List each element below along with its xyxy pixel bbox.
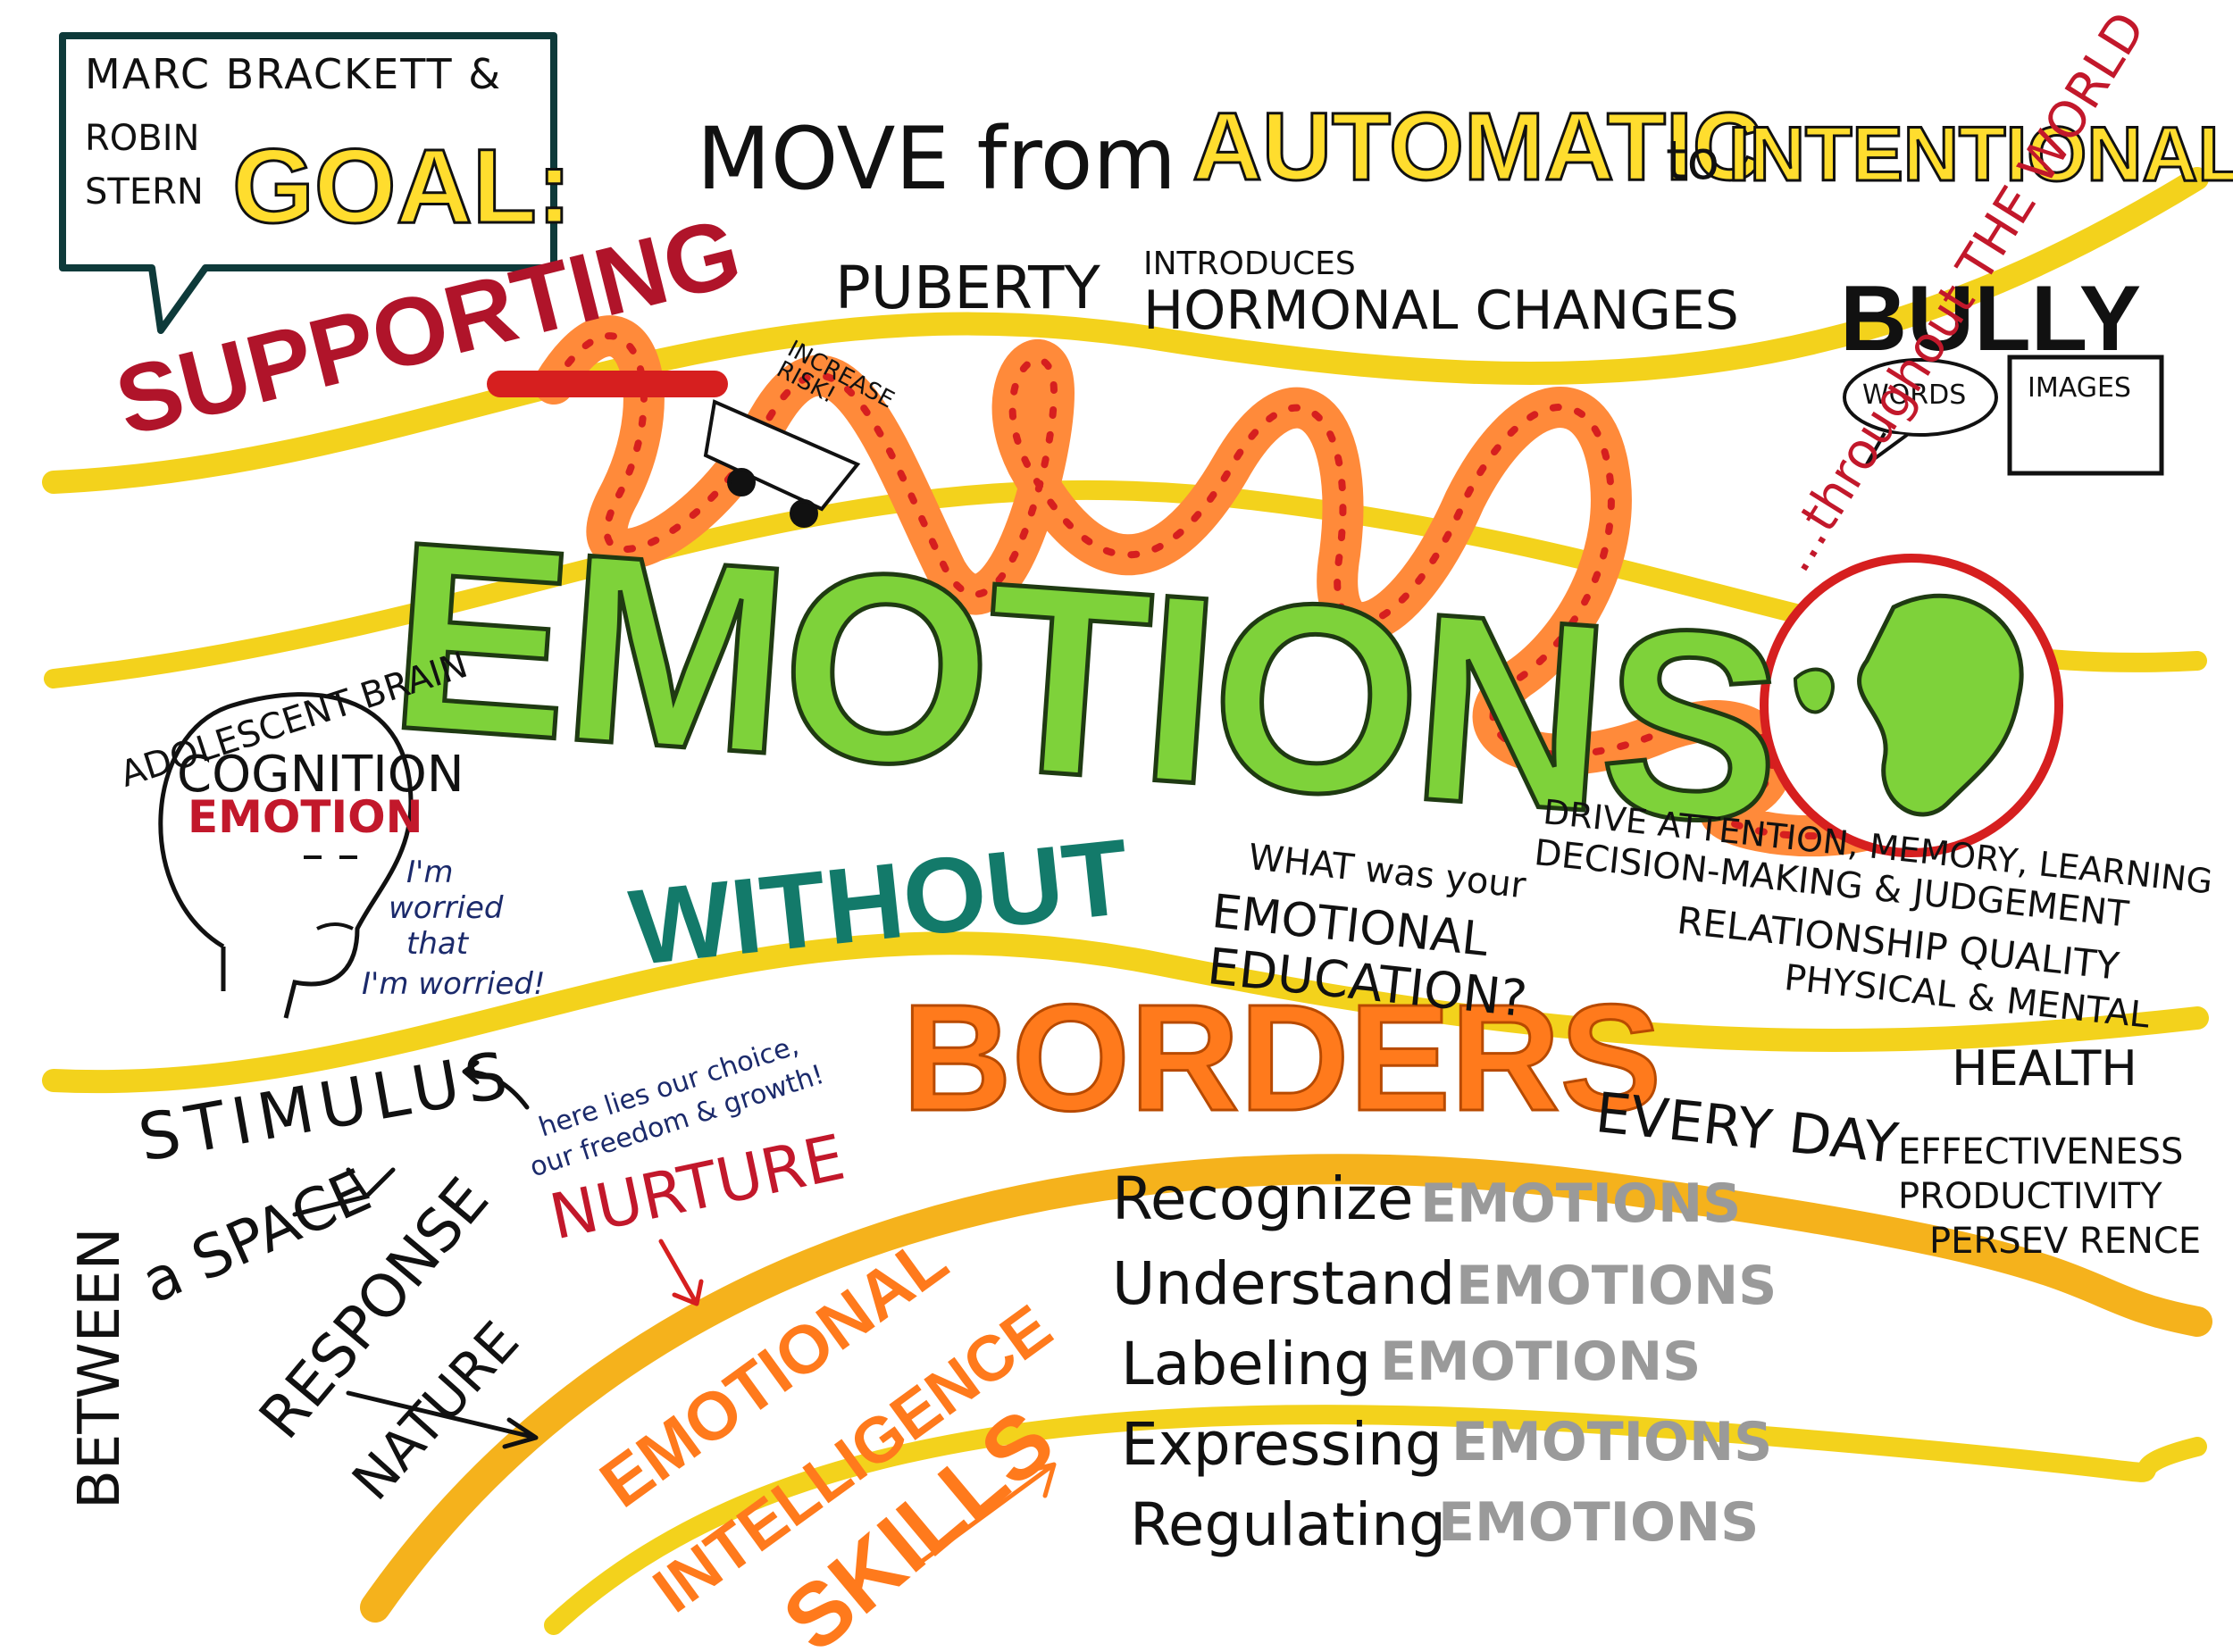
face-icon — [304, 855, 357, 930]
puberty-rest: HORMONAL CHANGES — [1143, 280, 1739, 342]
outcome-1: EFFECTIVENESS — [1898, 1131, 2184, 1172]
brain-emotion: EMOTION — [188, 791, 423, 843]
arrow-icon — [292, 1060, 1057, 1565]
skill-5-noun: EMOTIONS — [1438, 1491, 1760, 1554]
puberty-small: INTRODUCES — [1143, 246, 1356, 282]
goal-move-from: MOVE from — [697, 109, 1176, 209]
bully-images: IMAGES — [2028, 372, 2131, 404]
speaker-line2a: ROBIN — [85, 118, 200, 159]
outcome-3: PERSEV RENCE — [1929, 1221, 2202, 1262]
goal-automatic: AUTOMATIC — [1192, 92, 1764, 200]
skill-1-noun: EMOTIONS — [1420, 1172, 1742, 1235]
skill-1-verb: Recognize — [1112, 1164, 1414, 1233]
band-3-icon — [42, 931, 2209, 1094]
speech-bubble-icon — [59, 32, 557, 334]
worried-line3: that — [406, 926, 469, 962]
goal-word: GOAL: — [230, 128, 573, 246]
title-borders: BORDERS — [900, 973, 1662, 1143]
worried-line2: worried — [389, 890, 504, 926]
speaker-line2b: STERN — [85, 171, 204, 213]
worried-line1: I'm — [406, 855, 454, 890]
goal-intentional: INTENTIONAL — [1727, 112, 2233, 197]
band-4-icon — [360, 1154, 2212, 1623]
skill-2-noun: EMOTIONS — [1456, 1255, 1777, 1317]
stimulus-between: BETWEEN — [67, 1227, 133, 1509]
band-top-icon — [42, 167, 2209, 494]
coaster-car-icon — [703, 399, 861, 528]
skill-3-verb: Labeling — [1121, 1330, 1372, 1398]
bully-words: WORDS — [1862, 380, 1967, 411]
globe-icon — [1760, 554, 2063, 857]
roller-coaster-track-icon — [487, 315, 1914, 857]
skill-5-verb: Regulating — [1130, 1490, 1446, 1559]
skill-4-noun: EMOTIONS — [1451, 1411, 1773, 1473]
band-5-icon — [544, 1405, 2207, 1635]
skill-4-verb: Expressing — [1121, 1410, 1443, 1479]
outcome-2: PRODUCTIVITY — [1898, 1176, 2162, 1217]
puberty-main: PUBERTY — [835, 254, 1100, 322]
worried-line4: I'm worried! — [362, 966, 546, 1002]
goal-to: to — [1666, 129, 1720, 192]
skill-3-noun: EMOTIONS — [1380, 1331, 1702, 1393]
skill-2-verb: Understand — [1112, 1249, 1456, 1318]
brain-cognition: COGNITION — [177, 746, 464, 804]
title-teens: teens — [588, 253, 1399, 596]
drive-line5: HEALTH — [1952, 1040, 2137, 1097]
head-outline-icon — [158, 692, 414, 1019]
speaker-line1: MARC BRACKETT & — [85, 50, 503, 98]
words-bubble-icon — [1843, 358, 1998, 437]
bully-title: BULLY — [1840, 267, 2142, 371]
images-frame-icon — [2007, 355, 2164, 476]
